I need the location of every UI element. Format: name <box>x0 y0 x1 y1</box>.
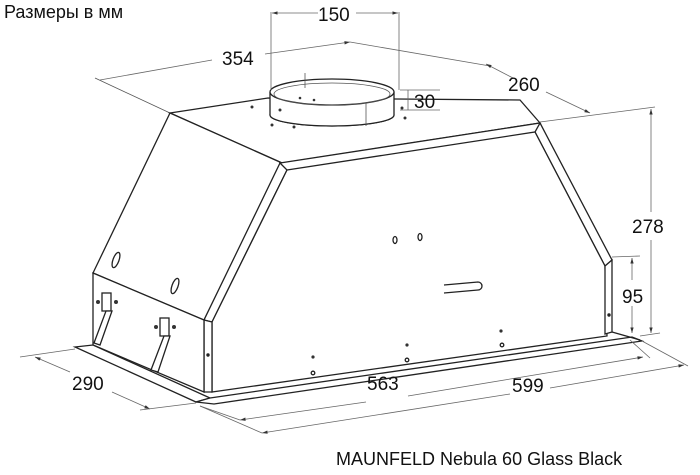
dim-front-panel-height: 95 <box>611 255 643 333</box>
dim-body-width: 563 <box>199 339 651 421</box>
dim-total-width: 599 <box>199 340 689 434</box>
dim-label-563: 563 <box>367 374 399 395</box>
model-caption: MAUNFELD Nebula 60 Glass Black <box>336 449 623 469</box>
dim-label-290: 290 <box>72 374 104 395</box>
outlet-collar <box>250 73 407 129</box>
dim-label-30: 30 <box>414 92 435 113</box>
dim-outlet-diameter: 150 <box>270 5 400 90</box>
dim-outlet-height: 30 <box>400 89 440 113</box>
dim-label-95: 95 <box>622 287 643 308</box>
dim-depth-top: 354 <box>99 41 491 81</box>
dim-label-260: 260 <box>508 75 540 96</box>
page-title: Размеры в мм <box>4 2 124 22</box>
dim-label-278: 278 <box>632 217 664 238</box>
dim-bottom-depth: 290 <box>19 348 197 411</box>
dim-label-599: 599 <box>512 376 544 397</box>
dim-label-354: 354 <box>222 49 254 70</box>
bottom-flange <box>72 331 645 405</box>
dim-depth-side: 260 <box>485 63 656 123</box>
left-end-panel <box>92 272 205 393</box>
dim-label-150: 150 <box>318 5 350 26</box>
dim-total-height: 278 <box>632 109 664 337</box>
